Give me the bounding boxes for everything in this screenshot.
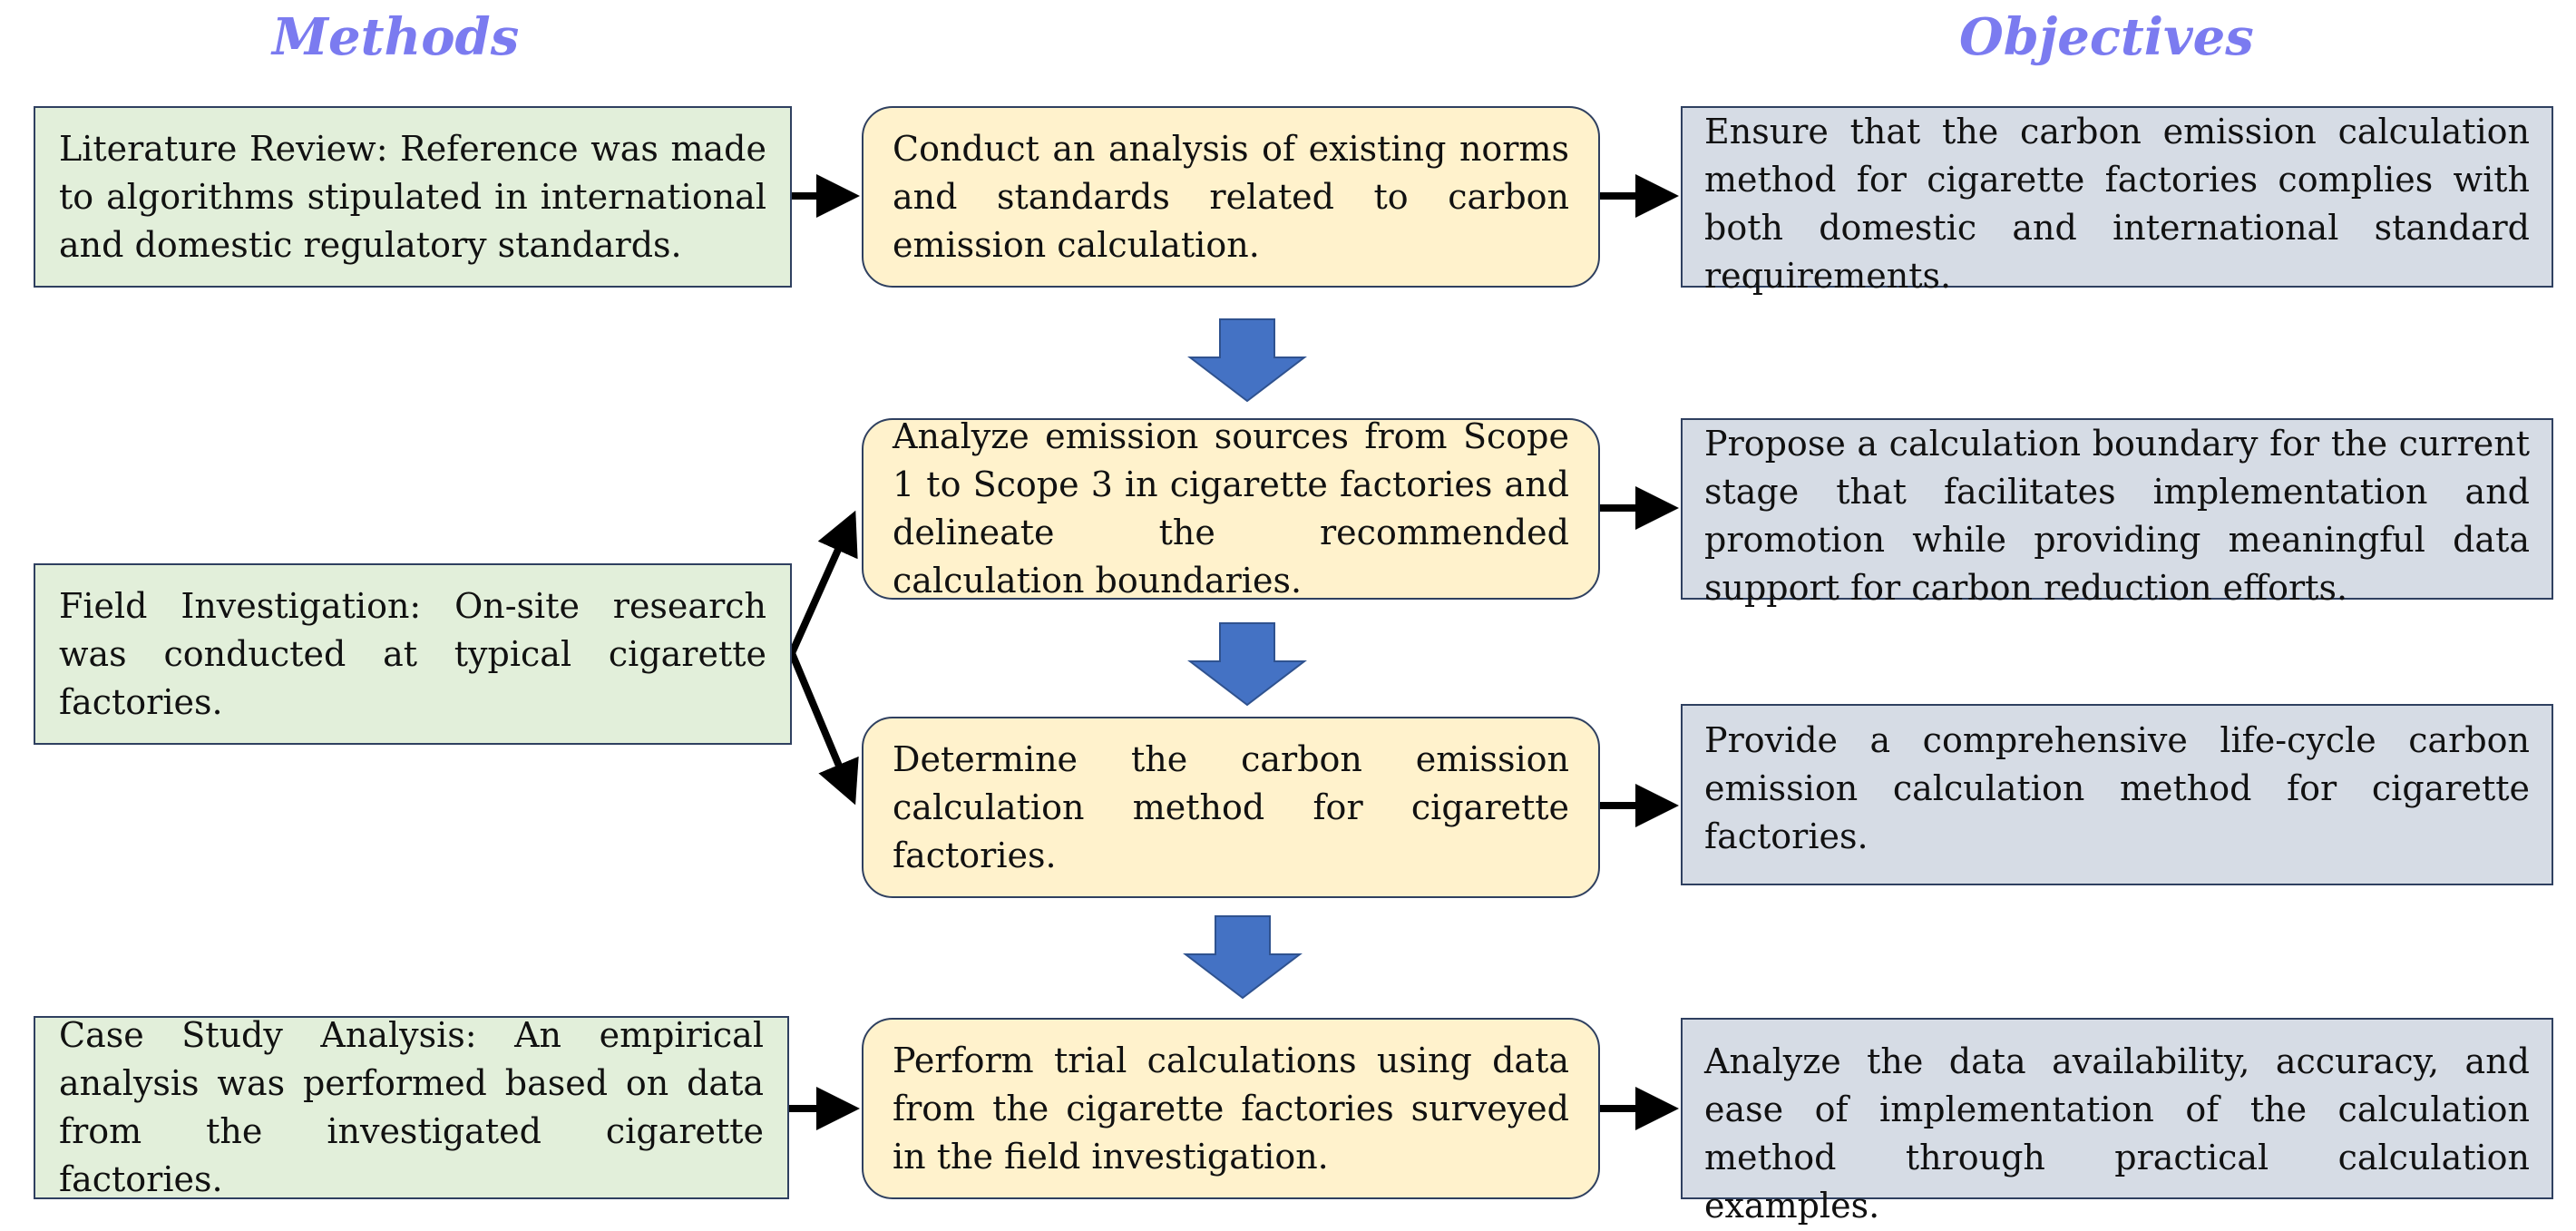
step-trial-calculations: Perform trial calculations using data fr… (862, 1018, 1600, 1199)
objectives-heading: Objectives (1959, 7, 2254, 67)
objective-calculation-boundary-text: Propose a calculation boundary for the c… (1704, 424, 2530, 608)
step-emission-sources: Analyze emission sources from Scope 1 to… (862, 416, 1600, 601)
step-norms-analysis-text: Conduct an analysis of existing norms an… (893, 128, 1569, 265)
methods-heading: Methods (272, 7, 520, 67)
method-field-investigation: Field Investigation: On-site research wa… (34, 563, 792, 745)
down-arrow-2 (1187, 622, 1307, 707)
step-emission-sources-text: Analyze emission sources from Scope 1 to… (893, 416, 1569, 601)
step-trial-calculations-text: Perform trial calculations using data fr… (893, 1040, 1569, 1177)
down-arrow-1 (1187, 318, 1307, 403)
objective-calculation-boundary: Propose a calculation boundary for the c… (1681, 418, 2553, 608)
step-calculation-method: Determine the carbon emission calculatio… (862, 717, 1600, 898)
method-case-study: Case Study Analysis: An empirical analys… (34, 1015, 789, 1199)
objective-life-cycle-method-text: Provide a comprehensive life-cycle carbo… (1704, 720, 2530, 856)
method-literature-review: Literature Review: Reference was made to… (34, 106, 792, 288)
method-case-study-text: Case Study Analysis: An empirical analys… (59, 1015, 764, 1199)
arrow-field-to-method (788, 651, 859, 806)
down-arrow-3 (1183, 915, 1303, 1000)
step-calculation-method-text: Determine the carbon emission calculatio… (893, 738, 1569, 875)
step-norms-analysis: Conduct an analysis of existing norms an… (862, 106, 1600, 288)
method-literature-review-text: Literature Review: Reference was made to… (59, 128, 766, 265)
method-field-investigation-text: Field Investigation: On-site research wa… (59, 585, 766, 722)
objective-standard-compliance: Ensure that the carbon emission calculat… (1681, 106, 2553, 296)
objective-standard-compliance-text: Ensure that the carbon emission calculat… (1704, 112, 2530, 296)
objective-life-cycle-method: Provide a comprehensive life-cycle carbo… (1681, 704, 2553, 885)
objective-practical-examples: Analyze the data availability, accuracy,… (1681, 1018, 2553, 1226)
objective-practical-examples-text: Analyze the data availability, accuracy,… (1704, 1041, 2530, 1226)
arrow-field-to-scope (788, 510, 858, 655)
